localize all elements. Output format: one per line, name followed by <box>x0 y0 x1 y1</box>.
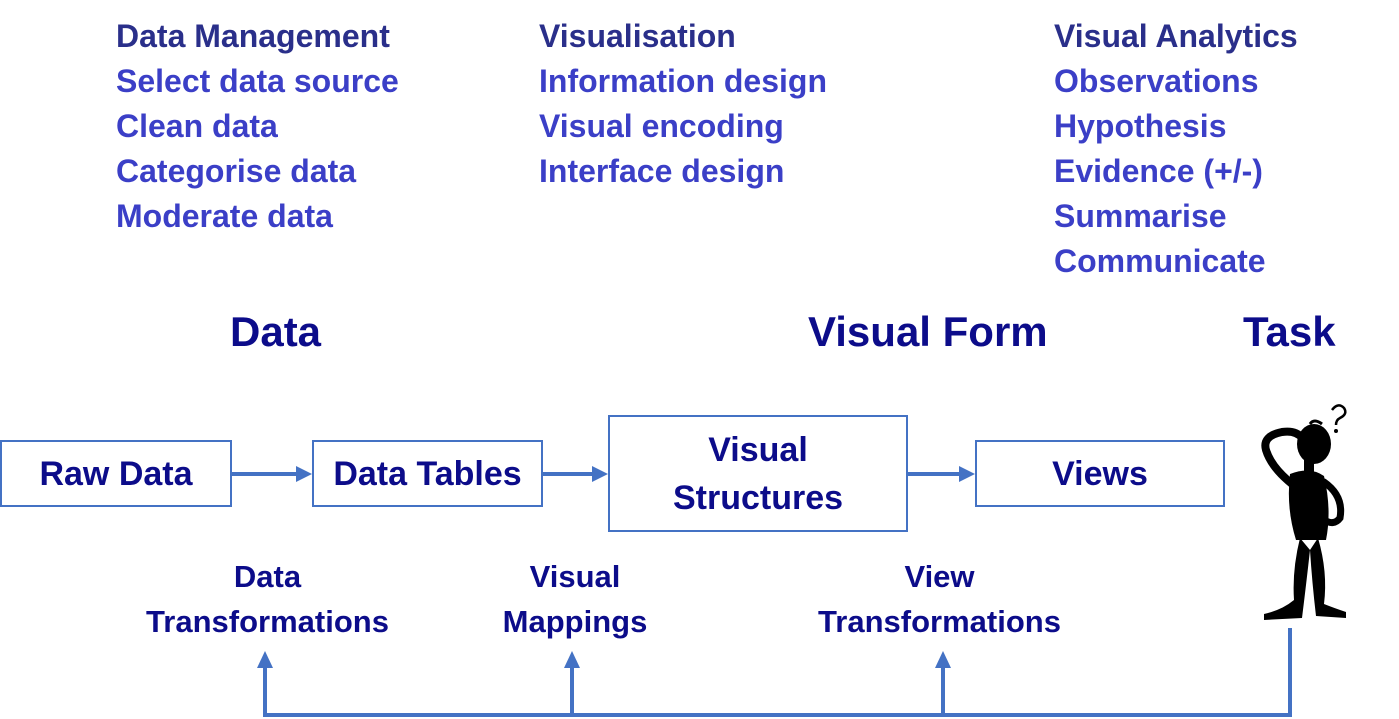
list-item: Select data source <box>116 63 399 99</box>
label-line: View <box>904 559 975 594</box>
section-visual-form: Visual Form <box>808 308 1048 355</box>
visualisation-list: Visualisation Information design Visual … <box>539 14 827 194</box>
data-management-heading: Data Management <box>116 18 390 54</box>
list-item: Visual encoding <box>539 108 784 144</box>
visual-structures-label-line1: Visual <box>708 430 808 469</box>
list-item: Evidence (+/-) <box>1054 153 1263 189</box>
visual-analytics-list: Visual Analytics Observations Hypothesis… <box>1054 14 1298 284</box>
label-line: Transformations <box>818 604 1061 639</box>
visual-mappings-label: Visual Mappings <box>480 554 670 644</box>
arrowhead <box>257 651 273 668</box>
raw-data-label: Raw Data <box>39 454 193 493</box>
thinking-person-icon <box>1261 404 1347 620</box>
arrowhead <box>592 466 608 482</box>
arrowhead <box>959 466 975 482</box>
visual-structures-box: Visual Structures <box>608 415 908 532</box>
list-item: Communicate <box>1054 243 1266 279</box>
view-transformations-label: View Transformations <box>802 554 1077 644</box>
list-item: Clean data <box>116 108 278 144</box>
views-label: Views <box>1052 454 1148 493</box>
label-line: Visual <box>529 559 621 594</box>
section-data: Data <box>230 308 322 355</box>
raw-data-box: Raw Data <box>0 440 232 507</box>
list-item: Summarise <box>1054 198 1227 234</box>
arrowhead <box>296 466 312 482</box>
data-tables-label: Data Tables <box>333 454 522 493</box>
list-item: Moderate data <box>116 198 333 234</box>
data-management-list: Data Management Select data source Clean… <box>116 14 399 239</box>
list-item: Interface design <box>539 153 785 189</box>
list-item: Hypothesis <box>1054 108 1227 144</box>
feedback-loop-line <box>263 628 1292 717</box>
visual-analytics-heading: Visual Analytics <box>1054 18 1298 54</box>
list-item: Categorise data <box>116 153 357 189</box>
list-item: Observations <box>1054 63 1259 99</box>
arrowhead <box>564 651 580 668</box>
section-task: Task <box>1243 308 1336 355</box>
list-item: Information design <box>539 63 827 99</box>
visual-structures-label-line2: Structures <box>672 478 844 517</box>
label-line: Transformations <box>146 604 389 639</box>
views-box: Views <box>975 440 1225 507</box>
label-line: Mappings <box>502 604 648 639</box>
visualisation-heading: Visualisation <box>539 18 736 54</box>
data-tables-box: Data Tables <box>312 440 543 507</box>
label-line: Data <box>233 559 302 594</box>
data-transformations-label: Data Transformations <box>130 554 405 644</box>
arrowhead <box>935 651 951 668</box>
